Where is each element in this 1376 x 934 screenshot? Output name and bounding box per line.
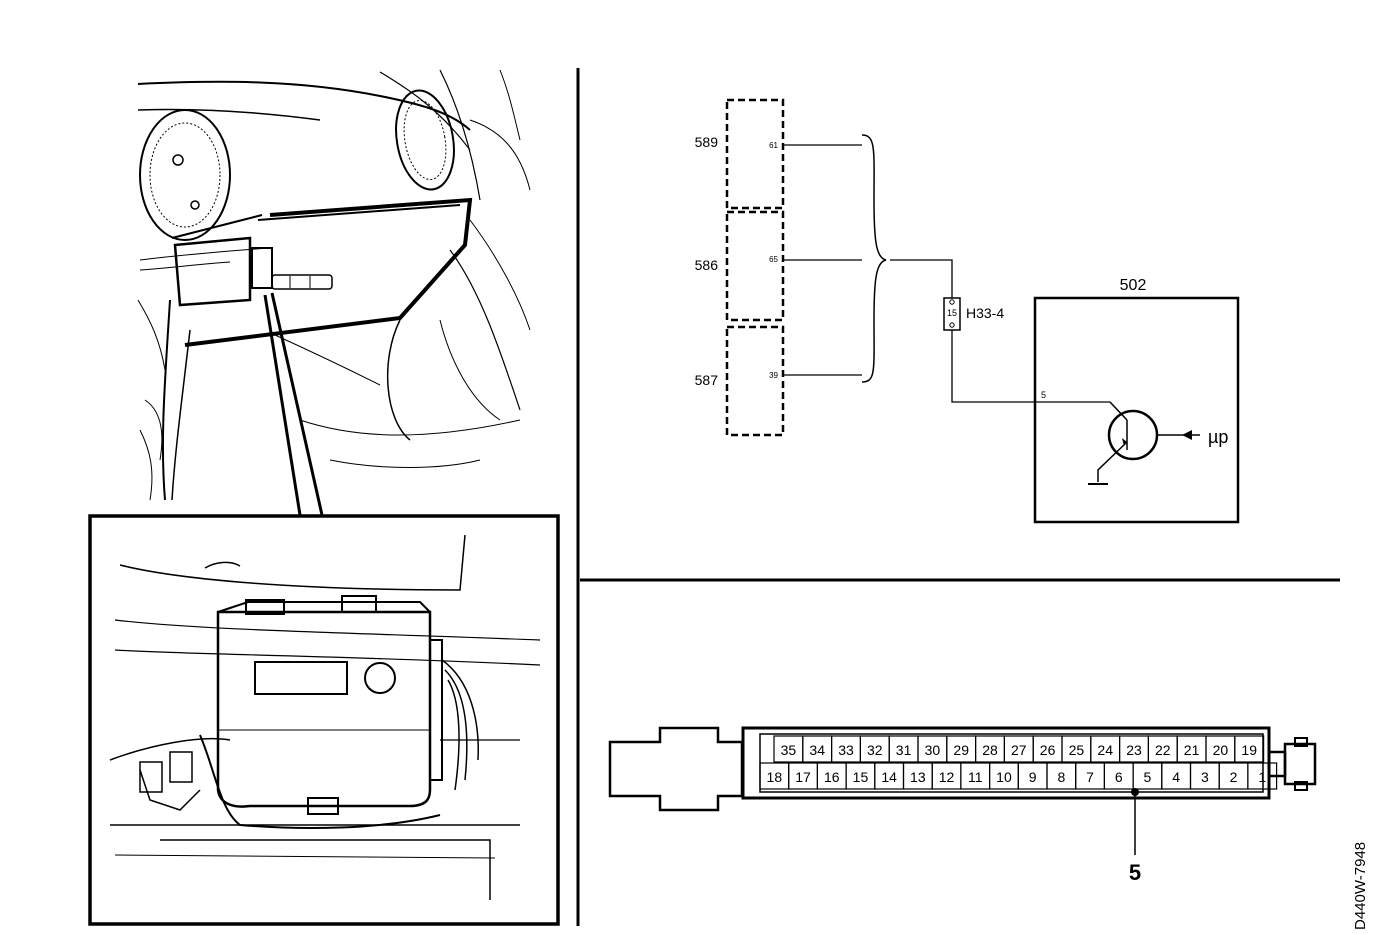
pin-number-label: 21 xyxy=(1184,742,1200,758)
pin-number-label: 20 xyxy=(1213,742,1229,758)
pin-number-label: 1 xyxy=(1258,769,1266,785)
connector-label: H33-4 xyxy=(966,305,1004,321)
pin-number-label: 26 xyxy=(1040,742,1056,758)
pin-cell-top xyxy=(1234,735,1265,763)
pin-number-label: 34 xyxy=(809,742,825,758)
pin-number-label: 12 xyxy=(939,769,955,785)
pin-number-label: 10 xyxy=(996,769,1012,785)
section-dividers xyxy=(576,68,1340,926)
pin-number-label: 6 xyxy=(1115,769,1123,785)
module-label: 587 xyxy=(695,372,719,388)
signal-label: µp xyxy=(1208,427,1228,447)
pin-number-label: 14 xyxy=(881,769,897,785)
dashboard-illustration xyxy=(137,69,531,516)
pin-number-label: 7 xyxy=(1086,769,1094,785)
pin-number-label: 16 xyxy=(824,769,840,785)
unit-502: 502 5 µp xyxy=(1033,277,1240,524)
pin-number-label: 29 xyxy=(953,742,969,758)
module-wires xyxy=(783,134,1110,403)
pin-number-label: 11 xyxy=(968,769,983,785)
document-id: D440W-7948 xyxy=(1352,841,1369,930)
pin-number-label: 8 xyxy=(1057,769,1065,785)
module-587: 587 39 xyxy=(695,325,785,437)
pin-number-label: 24 xyxy=(1097,742,1113,758)
pin-number-label: 22 xyxy=(1155,742,1171,758)
module-pin-label: 65 xyxy=(769,255,778,264)
pin-number-label: 31 xyxy=(896,742,912,758)
pin-number-label: 19 xyxy=(1241,742,1257,758)
module-label: 589 xyxy=(695,134,719,150)
inline-connector: 15 H33-4 xyxy=(943,297,1004,331)
connector-pin-label: 15 xyxy=(947,308,957,318)
pin-number-label: 30 xyxy=(925,742,941,758)
pin-number-label: 18 xyxy=(767,769,783,785)
module-label: 586 xyxy=(695,257,719,273)
unit-label: 502 xyxy=(1120,277,1147,294)
pin-number-label: 13 xyxy=(910,769,926,785)
module-586: 586 65 xyxy=(695,210,785,322)
pin-number-label: 15 xyxy=(853,769,869,785)
highlight-pin-label: 5 xyxy=(1129,860,1141,885)
pin-number-label: 17 xyxy=(795,769,811,785)
module-589: 589 61 xyxy=(695,98,785,210)
pin-number-label: 33 xyxy=(838,742,854,758)
pin-number-label: 9 xyxy=(1029,769,1037,785)
pin-number-label: 25 xyxy=(1069,742,1085,758)
module-pin-label: 61 xyxy=(769,141,778,150)
pin-number-label: 28 xyxy=(982,742,998,758)
pin-number-label: 32 xyxy=(867,742,883,758)
unit-pin-label: 5 xyxy=(1041,390,1046,400)
pin-cell-bottom xyxy=(1247,762,1278,790)
pin-number-label: 27 xyxy=(1011,742,1027,758)
wiring-schematic: 589 61 586 65 587 39 15 xyxy=(695,98,1240,524)
pin-number-label: 23 xyxy=(1126,742,1142,758)
module-pin-label: 39 xyxy=(769,371,778,380)
control-unit-inset xyxy=(88,514,560,926)
pin-number-label: 3 xyxy=(1201,769,1209,785)
pin-number-label: 2 xyxy=(1230,769,1238,785)
pin-number-label: 4 xyxy=(1172,769,1180,785)
pin-number-label: 5 xyxy=(1144,769,1152,785)
pin-number-label: 35 xyxy=(781,742,797,758)
